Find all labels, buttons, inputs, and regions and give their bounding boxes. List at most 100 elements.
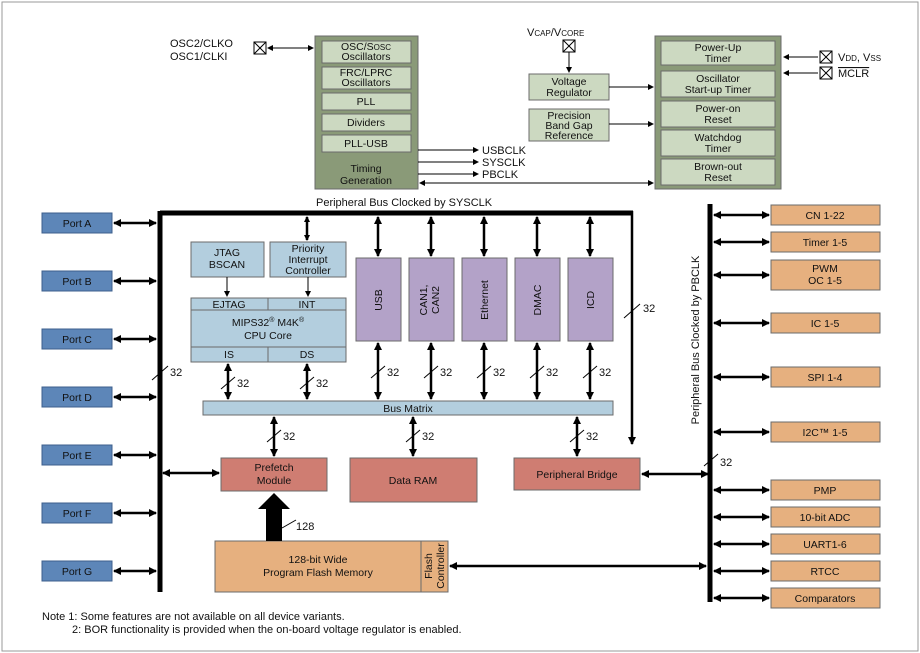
svg-text:128-bit Wide: 128-bit Wide: [289, 554, 348, 566]
peripheral-bridge: Peripheral Bridge: [513, 457, 641, 491]
pbclk-bus-label: Peripheral Bus Clocked by PBCLK: [690, 255, 702, 424]
note-1: Note 1: Some features are not available …: [42, 611, 345, 623]
bridge-bus-slash: [623, 303, 641, 319]
peripheral-label: 10-bit ADC: [800, 512, 851, 524]
peripheral-10-bit-adc: 10-bit ADC: [713, 506, 881, 528]
svg-text:Band Gap: Band Gap: [545, 120, 592, 132]
sysclk-bus-label: Peripheral Bus Clocked by SYSCLK: [316, 197, 493, 209]
svg-text:Interrupt: Interrupt: [288, 254, 327, 266]
port-port-d: Port D: [41, 386, 157, 408]
is-label: IS: [224, 349, 234, 361]
flash-bus-slash: [281, 519, 297, 529]
bus-width: 32: [493, 367, 505, 379]
svg-text:CAN2: CAN2: [430, 286, 442, 314]
svg-text:Reset: Reset: [704, 172, 732, 184]
port-port-f: Port F: [41, 502, 157, 524]
svg-text:Power-Up: Power-Up: [695, 42, 742, 54]
bus-width: 32: [387, 367, 399, 379]
port-label: Port G: [62, 566, 92, 578]
svg-text:MIPS32® M4K®: MIPS32® M4K®: [232, 316, 305, 329]
svg-text:Start-up Timer: Start-up Timer: [685, 84, 752, 96]
port-port-g: Port G: [41, 560, 157, 582]
pll-label: PLL: [357, 96, 376, 108]
vcap-label: VCAP/VCORE: [527, 27, 584, 39]
prefetch-module: Prefetch Module: [220, 457, 328, 492]
data-ram: Data RAM: [349, 457, 478, 503]
mclr-label: MCLR: [838, 68, 869, 80]
bus-master-dmac: DMAC 32: [514, 216, 561, 400]
port-bus-slash: [151, 365, 169, 381]
peripheral-label: CN 1-22: [805, 210, 844, 222]
peripheral-uart1-6: UART1-6: [713, 533, 881, 555]
port-label: Port D: [62, 392, 92, 404]
peripheral-label: PMP: [814, 485, 837, 497]
bus-matrix: Bus Matrix: [202, 400, 614, 416]
port-label: Port F: [63, 508, 92, 520]
peripheral-bridge-label: Peripheral Bridge: [536, 469, 617, 481]
dividers-label: Dividers: [347, 117, 385, 129]
peripheral-cn-1-22: CN 1-22: [713, 204, 881, 226]
vdd-pin-icon: [819, 50, 833, 64]
peripheral-rtcc: RTCC: [713, 560, 881, 582]
cpu-bus-links: 32 32: [220, 363, 328, 400]
osc1-clki-label: OSC1/CLKI: [170, 51, 227, 63]
port-bus-width: 32: [170, 367, 182, 379]
svg-text:Flash: Flash: [423, 553, 435, 579]
svg-text:Reset: Reset: [704, 114, 732, 126]
svg-text:Timer: Timer: [705, 143, 732, 155]
port-label: Port C: [62, 334, 92, 346]
peripheral-ic-1-5: IC 1-5: [713, 312, 881, 334]
svg-text:Oscillator: Oscillator: [696, 73, 740, 85]
svg-text:Program Flash Memory: Program Flash Memory: [263, 567, 373, 579]
svg-text:Generation: Generation: [340, 175, 392, 187]
port-port-a: Port A: [41, 212, 157, 234]
pbclk-label: PBCLK: [482, 169, 519, 181]
bridge-bus-width: 32: [643, 303, 655, 315]
svg-text:Priority: Priority: [292, 243, 325, 255]
bus-width: 32: [546, 367, 558, 379]
svg-text:Module: Module: [257, 475, 292, 487]
svg-text:Controller: Controller: [285, 265, 331, 277]
svg-text:OC 1-5: OC 1-5: [808, 275, 842, 287]
port-label: Port A: [63, 218, 92, 230]
svg-text:JTAG: JTAG: [214, 247, 240, 259]
bus-master-ethernet: Ethernet 32: [461, 216, 508, 400]
peripheral-label: RTCC: [811, 566, 840, 578]
peripheral-i2c-1-5: I2C™ 1-5: [713, 421, 881, 443]
peripheral-timer-1-5: Timer 1-5: [713, 231, 881, 253]
flash-memory: 128-bit Wide Program Flash Memory: [214, 540, 422, 593]
bus-width: 32: [237, 378, 249, 390]
bus-width: 32: [283, 431, 295, 443]
svg-text:Power-on: Power-on: [696, 103, 741, 115]
peripheral-comparators: Comparators: [713, 587, 881, 609]
port-port-b: Port B: [41, 270, 157, 292]
pll-usb-label: PLL-USB: [344, 138, 388, 150]
svg-text:DMAC: DMAC: [532, 284, 544, 315]
mclr-pin-icon: [819, 66, 833, 80]
cpu-core-block: EJTAG INT MIPS32® M4K® CPU Core IS DS: [190, 297, 347, 363]
timing-generation-block: OSC/SOSC Oscillators FRC/LPRC Oscillator…: [314, 35, 419, 190]
svg-text:Precision: Precision: [547, 110, 590, 122]
bus-width: 32: [316, 378, 328, 390]
peripheral-label: IC 1-5: [811, 318, 840, 330]
peripheral-spi-1-4: SPI 1-4: [713, 366, 881, 388]
svg-text:Ethernet: Ethernet: [479, 280, 491, 320]
peripheral-label: SPI 1-4: [807, 372, 842, 384]
osc-sosc-label: Oscillators: [341, 51, 390, 63]
port-port-c: Port C: [41, 328, 157, 350]
ds-label: DS: [300, 349, 315, 361]
reset-block: Power-Up Timer Oscillator Start-up Timer…: [654, 35, 782, 190]
peripheral-label: Comparators: [795, 593, 856, 605]
svg-text:OSC/SOSC: OSC/SOSC: [341, 41, 391, 53]
flash-controller: Flash Controller: [420, 540, 449, 593]
peripheral-label: UART1-6: [803, 539, 847, 551]
voltage-regulator-block: Voltage Regulator: [528, 73, 610, 101]
svg-text:Voltage: Voltage: [551, 76, 586, 88]
ejtag-label: EJTAG: [212, 299, 245, 311]
vdd-vss-label: VDD, VSS: [838, 52, 881, 64]
flash-to-prefetch-arrow: [258, 493, 290, 541]
